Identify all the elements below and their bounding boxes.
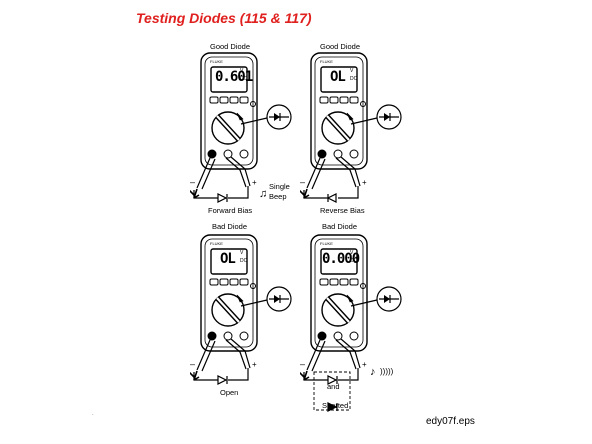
svg-text:–: – (190, 177, 195, 187)
svg-text:+: + (362, 360, 367, 369)
multimeter-diagram: – + (300, 52, 402, 203)
svg-text:+: + (362, 178, 367, 187)
rotary-dial (211, 111, 245, 145)
lcd-unit-dc: DC (350, 258, 358, 264)
multimeter-diagram: – + (190, 234, 292, 385)
connector-label: and (327, 382, 340, 391)
test-leads (300, 156, 361, 199)
panel-heading: Good Diode (320, 42, 361, 51)
lcd-unit-dc: DC (240, 76, 248, 82)
lcd-reading: OL (220, 251, 236, 267)
svg-text:–: – (190, 359, 195, 369)
diode-circuit: – + (190, 359, 257, 385)
svg-text:♫: ♫ (259, 188, 267, 200)
lcd-unit-dc: DC (350, 76, 358, 82)
lcd-unit-v: V (350, 250, 354, 256)
multimeter-body (310, 234, 368, 352)
panel-caption: Shorted (322, 401, 349, 410)
brand-label: FLUKE (320, 59, 333, 64)
sound-label: Single Beep (269, 182, 290, 201)
brand-label: FLUKE (210, 59, 223, 64)
svg-text:–: – (300, 359, 305, 369)
lcd-unit-dc: DC (240, 258, 248, 264)
svg-text:))))): ))))) (380, 367, 394, 376)
diode-mode-callout (240, 286, 292, 312)
rotary-dial (211, 293, 245, 327)
meter-panel-good-forward: Good Diode (190, 40, 370, 240)
multimeter-body (200, 234, 258, 352)
input-jacks (207, 331, 249, 341)
meter-buttons (209, 278, 256, 289)
lcd-unit-v: V (350, 68, 354, 74)
brand-label: FLUKE (320, 241, 333, 246)
diode-mode-callout (350, 286, 402, 312)
multimeter-body (200, 52, 258, 170)
svg-text:+: + (252, 360, 257, 369)
panel-heading: Bad Diode (322, 222, 358, 231)
meter-buttons (319, 278, 366, 289)
brand-label: FLUKE (210, 241, 223, 246)
continuous-beep-icon: ♪ ))))) (370, 366, 394, 378)
panel-caption: Reverse Bias (320, 206, 365, 215)
stray-mark: . (92, 411, 94, 417)
file-name-label: edy07f.eps (426, 416, 475, 427)
meter-panel-bad-shorted: Bad Diode (300, 222, 480, 422)
test-leads (190, 156, 251, 199)
panel-heading: Bad Diode (212, 222, 248, 231)
rotary-dial (321, 293, 355, 327)
svg-text:♪: ♪ (370, 366, 376, 378)
lcd-reading: 0.000 (322, 251, 360, 267)
panel-heading: Good Diode (210, 42, 251, 51)
meter-panel-bad-open: Bad Diode (190, 222, 370, 422)
meter-panel-good-reverse: Good Diode (300, 40, 480, 240)
input-jacks (207, 149, 249, 159)
multimeter-body (310, 52, 368, 170)
diode-mode-callout (350, 104, 402, 130)
panel-caption: Forward Bias (208, 206, 253, 215)
panel-caption: Open (220, 388, 239, 397)
page-title: Testing Diodes (115 & 117) (136, 10, 312, 26)
lcd-reading: 0.601 (215, 69, 253, 85)
multimeter-diagram: – + ♪ ))))) (300, 234, 402, 412)
test-leads (190, 338, 251, 381)
meter-buttons (319, 96, 366, 107)
lcd-unit-v: V (240, 68, 244, 74)
svg-text:–: – (300, 177, 305, 187)
input-jacks (317, 149, 359, 159)
rotary-dial (321, 111, 355, 145)
diode-circuit: – + (300, 177, 367, 203)
input-jacks (317, 331, 359, 341)
diode-circuit: – + (300, 359, 367, 412)
lcd-reading: OL (330, 69, 346, 85)
lcd-unit-v: V (240, 250, 244, 256)
diode-mode-callout (240, 104, 292, 130)
beep-note-icon: ♫ (259, 188, 267, 200)
svg-text:+: + (252, 178, 257, 187)
multimeter-diagram: – + ♫ (190, 52, 292, 203)
test-leads (300, 338, 361, 381)
diode-circuit: – + (190, 177, 257, 203)
meter-buttons (209, 96, 256, 107)
